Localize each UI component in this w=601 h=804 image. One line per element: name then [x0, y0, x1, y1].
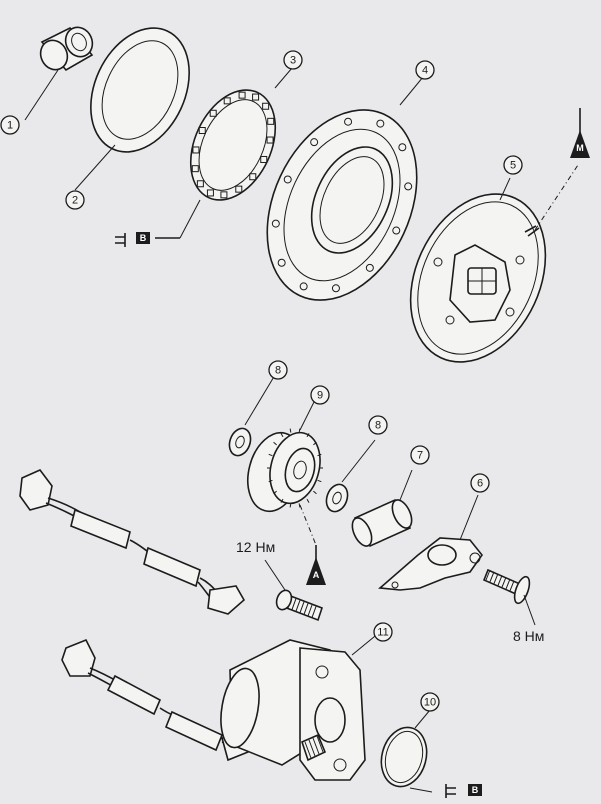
part-washer-lower [325, 439, 376, 513]
oil-badge-m: M [570, 108, 590, 158]
callout-circle [410, 445, 430, 465]
grease-badge-upper: B [115, 232, 150, 247]
callout-number: 10 [424, 697, 436, 709]
oil-badge-m-label: M [576, 143, 584, 153]
part-starter-motor [220, 631, 381, 781]
callout-number: 3 [290, 55, 296, 67]
callout-c2: 2 [65, 190, 85, 210]
callout-circle [368, 415, 388, 435]
harness-upper [19, 469, 246, 615]
part-rotor [409, 164, 579, 363]
callout-number: 7 [417, 450, 423, 462]
callout-c8b: 8 [368, 415, 388, 435]
grease-badge-lower: B [445, 784, 482, 798]
callout-circle [470, 473, 490, 493]
callout-c11: 11 [373, 622, 393, 642]
callout-circle [283, 50, 303, 70]
part-idle-gear [247, 399, 323, 546]
oil-badge-a: A [306, 545, 326, 585]
callout-circle [0, 115, 20, 135]
part-o-ring [380, 709, 433, 793]
callout-number: 8 [275, 365, 281, 377]
callout-circle [415, 60, 435, 80]
callout-number: 8 [375, 420, 381, 432]
callout-c5: 5 [503, 155, 523, 175]
callout-circle [65, 190, 85, 210]
torque-label-12: 12 Нм [236, 539, 275, 555]
callout-c1: 1 [0, 115, 20, 135]
grease-badge-lower-label: B [472, 785, 479, 795]
callout-circle [310, 385, 330, 405]
callout-circle [373, 622, 393, 642]
part-sprag-clutch [155, 67, 293, 239]
callout-circle [420, 692, 440, 712]
part-bolt-12nm [264, 559, 324, 622]
part-starter-gear [266, 76, 424, 301]
callout-number: 11 [377, 627, 388, 639]
callout-number: 5 [510, 160, 516, 172]
part-screw-8nm [482, 568, 536, 626]
callout-number: 2 [72, 195, 78, 207]
callout-number: 4 [422, 65, 428, 77]
oil-badge-a-label: A [313, 570, 320, 580]
part-bracket [378, 494, 484, 591]
grease-badge-upper-label: B [140, 233, 147, 243]
part-shaft [351, 469, 413, 548]
callout-c3: 3 [283, 50, 303, 70]
torque-label-8: 8 Нм [513, 628, 544, 644]
callout-number: 9 [317, 390, 323, 402]
part-washer-upper [228, 374, 276, 457]
callout-c7: 7 [410, 445, 430, 465]
callout-layer: 1 2 3 4 5 6 7 8 8 9 10 11 [0, 50, 523, 712]
callout-number: 1 [7, 120, 13, 132]
callout-circle [268, 360, 288, 380]
callout-circle [503, 155, 523, 175]
part-bushing [24, 26, 94, 121]
callout-number: 6 [477, 478, 483, 490]
part-thrust-washer [74, 27, 190, 191]
callout-c8a: 8 [268, 360, 288, 380]
callout-c4: 4 [415, 60, 435, 80]
callout-c9: 9 [310, 385, 330, 405]
callout-c6: 6 [470, 473, 490, 493]
callout-c10: 10 [420, 692, 440, 712]
